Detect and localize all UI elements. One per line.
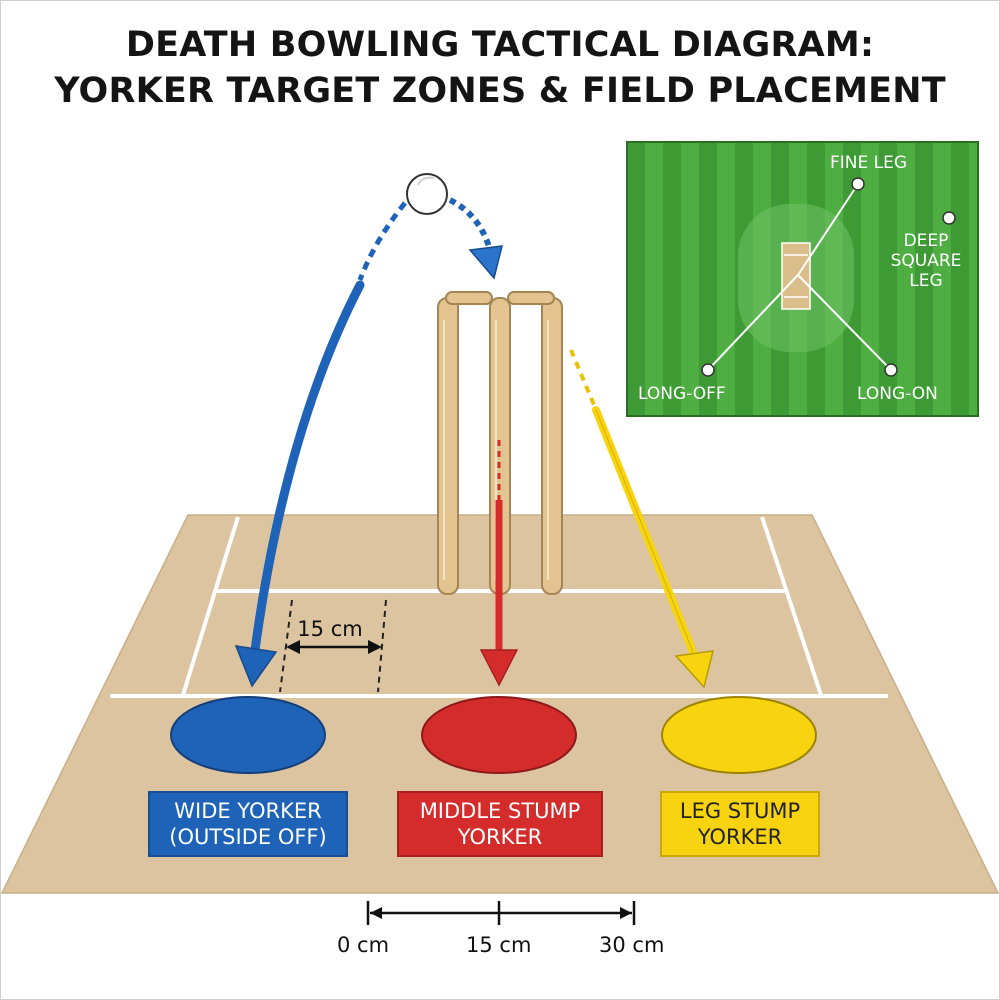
label-wide-yorker-line1: WIDE YORKER xyxy=(174,799,322,823)
field-label-dsl-line1: DEEP xyxy=(903,231,949,251)
label-middle-line2: YORKER xyxy=(457,825,543,849)
field-label-dsl-line3: LEG xyxy=(909,271,943,291)
field-inset xyxy=(626,141,979,417)
cricket-ball xyxy=(406,173,448,215)
gap-label: 15 cm xyxy=(297,617,362,641)
fielder-long-off xyxy=(701,363,715,377)
field-label-fine-leg: FINE LEG xyxy=(830,153,908,173)
stump-left xyxy=(437,297,459,595)
scale-label-15: 15 cm xyxy=(466,933,532,957)
label-middle-stump-yorker: MIDDLE STUMP YORKER xyxy=(397,791,603,857)
bail-left xyxy=(445,291,493,305)
fielder-fine-leg xyxy=(851,177,865,191)
target-zone-middle xyxy=(421,696,577,774)
diagram-title: DEATH BOWLING TACTICAL DIAGRAM: YORKER T… xyxy=(0,22,1000,114)
bail-right xyxy=(507,291,555,305)
gap-measure-arrow xyxy=(286,640,382,654)
scale-label-30: 30 cm xyxy=(599,933,665,957)
target-zone-wide xyxy=(170,696,326,774)
target-zone-leg xyxy=(661,696,817,774)
distance-scale xyxy=(366,901,636,925)
field-label-long-off: LONG-OFF xyxy=(638,384,726,404)
trajectory-middle-yorker xyxy=(479,440,519,687)
label-wide-yorker: WIDE YORKER (OUTSIDE OFF) xyxy=(148,791,348,857)
fielder-deep-square-leg xyxy=(942,211,956,225)
stump-right xyxy=(541,297,563,595)
title-line-2: YORKER TARGET ZONES & FIELD PLACEMENT xyxy=(54,71,946,111)
trajectory-leg-yorker xyxy=(569,349,714,689)
label-wide-yorker-line2: (OUTSIDE OFF) xyxy=(169,825,327,849)
field-label-long-on: LONG-ON xyxy=(857,384,938,404)
trajectory-wide-yorker xyxy=(234,201,407,688)
zone-width-markers xyxy=(279,599,387,693)
label-middle-line1: MIDDLE STUMP xyxy=(419,799,581,823)
field-label-deep-square-leg: DEEP SQUARE LEG xyxy=(888,231,964,291)
label-leg-line1: LEG STUMP xyxy=(679,799,801,823)
scale-label-0: 0 cm xyxy=(337,933,390,957)
field-label-dsl-line2: SQUARE xyxy=(890,251,962,271)
label-leg-line2: YORKER xyxy=(697,825,783,849)
title-line-1: DEATH BOWLING TACTICAL DIAGRAM: xyxy=(125,25,875,65)
label-leg-stump-yorker: LEG STUMP YORKER xyxy=(660,791,820,857)
fielder-long-on xyxy=(884,363,898,377)
trajectory-ball-drop xyxy=(448,197,503,280)
